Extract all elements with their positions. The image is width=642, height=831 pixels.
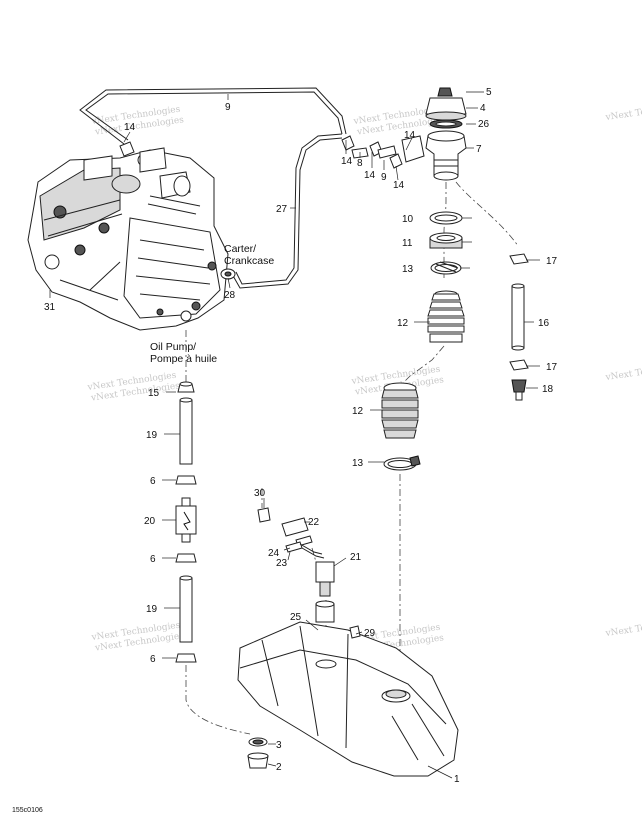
check-valve-18 (511, 379, 527, 401)
clamp-17-upper (509, 253, 529, 265)
clamp-13-lower (383, 455, 421, 471)
callout-25: 25 (290, 612, 302, 623)
callout-14-upper: 14 (404, 130, 416, 141)
callout-14-low: 14 (364, 170, 376, 181)
callout-27: 27 (276, 204, 288, 215)
callout-14-mid: 14 (341, 156, 353, 167)
seal-ring-10 (429, 211, 463, 225)
callout-22: 22 (308, 517, 320, 528)
callout-6-lower: 6 (150, 654, 156, 665)
oil-tank-illustration (237, 621, 459, 777)
callout-13-lower: 13 (352, 458, 364, 469)
oil-hose-9 (79, 87, 347, 145)
callout-5: 5 (486, 87, 492, 98)
callout-8: 8 (357, 158, 363, 169)
nut-11 (429, 232, 463, 249)
callout-3: 3 (276, 740, 282, 751)
figure-code: 155c0106 (12, 807, 43, 814)
crankcase-fitting-28 (220, 268, 236, 280)
callout-12-lower: 12 (352, 406, 364, 417)
callout-6-mid: 6 (150, 554, 156, 565)
drain-plug-parts (247, 737, 269, 769)
text-labels: Carter/ Crankcase Oil Pump/ Pompe à huil… (12, 243, 274, 814)
callout-13-upper: 13 (402, 264, 414, 275)
oil-feed-line (175, 381, 197, 663)
callout-21: 21 (350, 552, 362, 563)
callout-14-left: 14 (124, 122, 136, 133)
callout-30: 30 (254, 488, 266, 499)
callout-9-small: 9 (381, 172, 387, 183)
leader-lines (49, 91, 540, 779)
hose-clamps-14 (119, 135, 425, 169)
callout-31: 31 (44, 302, 56, 313)
bellows-12-upper (427, 290, 465, 343)
callout-numbers: 5 4 26 7 9 14 14 14 8 14 9 14 27 10 11 1… (44, 87, 558, 785)
callout-16: 16 (538, 318, 550, 329)
callout-6-upper: 6 (150, 476, 156, 487)
callout-29: 29 (364, 628, 376, 639)
callout-17-upper: 17 (546, 256, 558, 267)
label-oil-pump: Oil Pump/ (150, 341, 196, 353)
callout-10: 10 (402, 214, 414, 225)
clamp-13-upper (430, 261, 462, 275)
vent-hose-16 (511, 283, 525, 351)
callout-4: 4 (480, 103, 486, 114)
label-carter: Carter/ (224, 243, 256, 255)
callout-2: 2 (276, 762, 282, 773)
callout-18: 18 (542, 384, 554, 395)
callout-24: 24 (268, 548, 280, 559)
callout-14-right: 14 (393, 180, 405, 191)
engine-block-illustration (27, 147, 229, 331)
label-crankcase: Crankcase (224, 255, 274, 267)
callout-1: 1 (454, 774, 460, 785)
label-pompe-a-huile: Pompe à huile (150, 353, 217, 365)
watermark-6-line1: vNext Technologies (604, 361, 642, 384)
callout-17-lower: 17 (546, 362, 558, 373)
watermark-9-line1: vNext Technologies (604, 617, 642, 640)
callout-19-upper: 19 (146, 430, 158, 441)
callout-7: 7 (476, 144, 482, 155)
watermark-3-line1: vNext Technologies (604, 101, 642, 124)
callout-28: 28 (224, 290, 236, 301)
callout-19-lower: 19 (146, 604, 158, 615)
callout-26: 26 (478, 119, 490, 130)
oil-hose-27 (231, 133, 343, 289)
callout-9-top: 9 (225, 102, 231, 113)
callout-15: 15 (148, 388, 160, 399)
callout-20: 20 (144, 516, 156, 527)
callout-11: 11 (402, 238, 413, 249)
bellows-12-lower (381, 382, 419, 439)
clamp-17-lower (509, 359, 529, 371)
oil-filler-assembly (425, 87, 467, 181)
callout-23: 23 (276, 558, 288, 569)
callout-12-upper: 12 (397, 318, 409, 329)
